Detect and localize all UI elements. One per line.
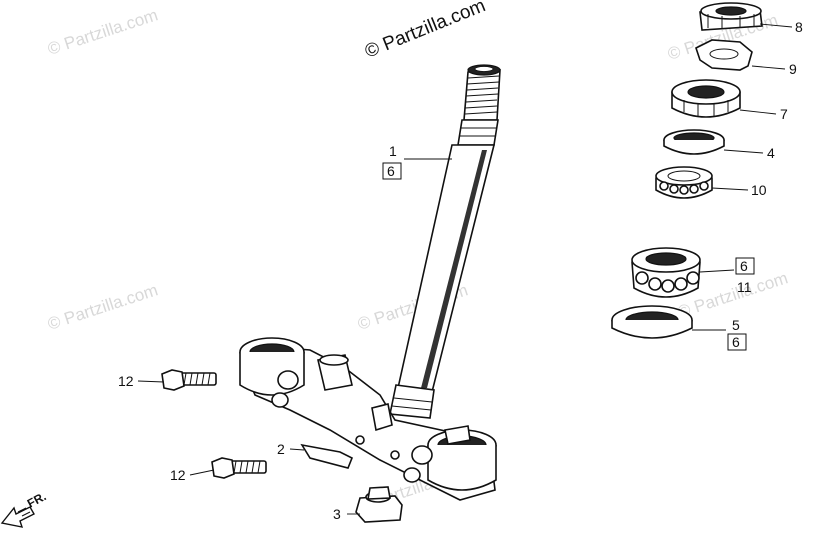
- callout-11-ref: 6: [740, 258, 748, 274]
- callout-12b: 12: [170, 467, 186, 483]
- callout-5: 5: [732, 317, 740, 333]
- watermark-faint: © Partzilla.com: [45, 280, 160, 333]
- front-arrow-icon: [0, 506, 35, 528]
- callout-1-ref: 6: [387, 163, 395, 179]
- callout-4: 4: [767, 145, 775, 161]
- ref-box-1: [382, 162, 402, 180]
- steering-stem-shaft: [389, 64, 501, 419]
- bearing-adjusting-nut: [671, 79, 741, 118]
- callout-12a: 12: [118, 373, 134, 389]
- upper-cone-race: [655, 166, 713, 199]
- ref-box-5: [727, 333, 747, 351]
- fork-nut: [355, 486, 403, 523]
- callout-5-ref: 6: [732, 334, 740, 350]
- callout-2: 2: [277, 441, 285, 457]
- watermark-main: © Partzilla.com: [362, 0, 489, 63]
- steering-lock-nut: [699, 2, 763, 31]
- front-direction-indicator: FR.: [0, 489, 48, 528]
- callout-10: 10: [751, 182, 767, 198]
- callout-7: 7: [780, 106, 788, 122]
- callout-8: 8: [795, 19, 803, 35]
- lower-dust-seal: [611, 305, 693, 339]
- lock-washer: [695, 39, 753, 71]
- cable-guide: [300, 443, 354, 469]
- callout-3: 3: [333, 506, 341, 522]
- ref-box-11: [735, 257, 755, 275]
- pinch-bolt-lower: [211, 457, 267, 479]
- leader-lines: [137, 23, 793, 515]
- callout-labels: 1 6 2 3 4 5 6 7 8 9 10 6 11 12 12: [118, 19, 803, 522]
- callout-1: 1: [389, 143, 397, 159]
- lower-bracket: [239, 337, 497, 501]
- watermark-faint: © Partzilla.com: [45, 5, 160, 58]
- lower-ball-race: [631, 247, 701, 298]
- callout-11: 11: [737, 279, 752, 295]
- pinch-bolt-upper: [161, 369, 217, 391]
- upper-dust-seal: [663, 129, 725, 155]
- callout-9: 9: [789, 61, 797, 77]
